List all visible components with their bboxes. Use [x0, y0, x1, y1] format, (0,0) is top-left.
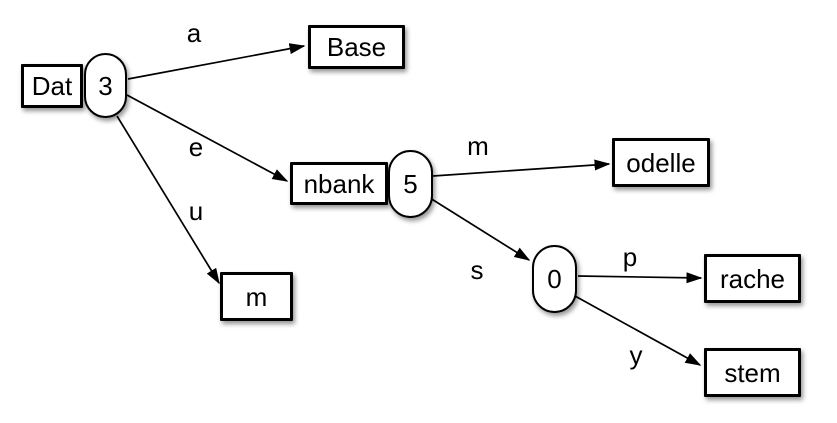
edge-5-to-odelle [432, 159, 611, 177]
node-label: m [245, 281, 268, 312]
edge-label-m: m [467, 131, 489, 161]
edge-label-s: s [470, 255, 484, 285]
node-label: Dat [31, 71, 73, 101]
edge-0-to-rache [577, 272, 703, 284]
edge-3-to-m [116, 115, 220, 285]
node-label: Base [326, 32, 387, 62]
node-label: rache [719, 263, 786, 294]
node-label: stem [724, 357, 781, 388]
edge-5-to-0 [429, 197, 531, 261]
oval-node-5: 5 [388, 150, 433, 218]
box-node-base: Base [308, 25, 405, 69]
node-label: 3 [98, 70, 113, 101]
box-node-m: m [220, 272, 293, 321]
edge-3-to-base [127, 43, 306, 80]
box-node-odelle: odelle [612, 138, 710, 187]
node-label: 5 [403, 169, 418, 199]
edge-label-p: p [622, 242, 638, 272]
node-label: odelle [626, 147, 696, 178]
box-node-nbank: nbank [290, 162, 388, 205]
edge-0-to-stem [574, 295, 702, 366]
edge-label-y: y [629, 340, 643, 370]
edge-label-e: e [188, 132, 204, 162]
node-label: 0 [547, 264, 562, 294]
oval-node-3: 3 [84, 53, 127, 118]
edge-label-u: u [188, 196, 204, 226]
box-node-stem: stem [704, 348, 801, 397]
box-node-dat: Dat [21, 64, 83, 108]
box-node-rache: rache [704, 254, 801, 303]
oval-node-0: 0 [532, 245, 577, 313]
edge-3-to-nbank [126, 94, 289, 182]
edge-label-a: a [186, 18, 202, 48]
node-label: nbank [303, 168, 375, 199]
